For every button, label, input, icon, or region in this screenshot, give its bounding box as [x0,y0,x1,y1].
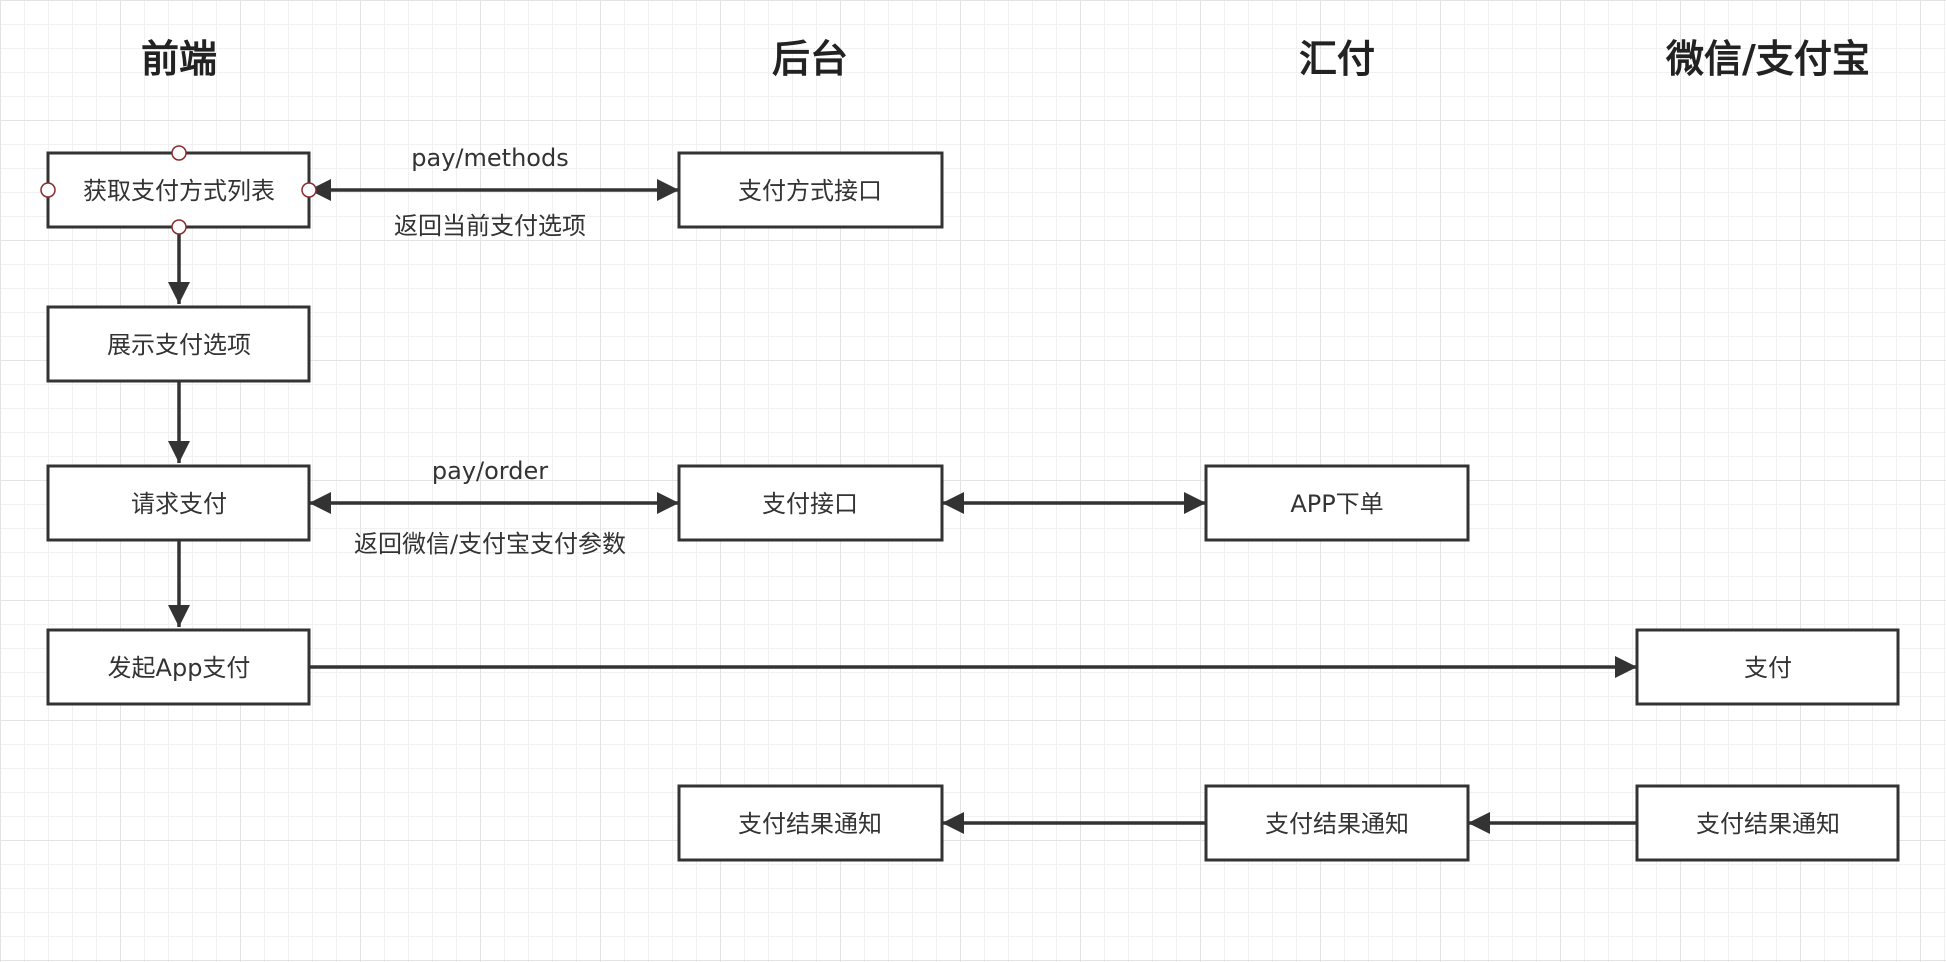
node-label: 支付结果通知 [738,810,882,838]
node-label: 展示支付选项 [107,331,251,359]
lane-title-frontend: 前端 [141,37,217,81]
node-pay[interactable]: 支付 [1635,628,1900,706]
node-notify-wechat[interactable]: 支付结果通知 [1635,784,1900,862]
edge-label-methods-response: 返回当前支付选项 [394,212,586,240]
node-notify-backend[interactable]: 支付结果通知 [677,784,944,862]
node-label: 支付方式接口 [738,177,882,205]
node-label: 支付 [1744,654,1792,682]
connection-anchor-left[interactable] [40,182,56,198]
edge-label-order-request: pay/order [432,457,548,485]
connection-anchor-top[interactable] [171,145,187,161]
node-request-pay[interactable]: 请求支付 [46,464,311,542]
lane-title-backend: 后台 [772,37,848,81]
node-label: APP下单 [1290,490,1383,518]
node-notify-huifu[interactable]: 支付结果通知 [1204,784,1470,862]
lane-title-wechat-alipay: 微信/支付宝 [1665,37,1870,81]
lane-title-huifu: 汇付 [1299,37,1375,81]
node-get-methods[interactable]: 获取支付方式列表 [46,151,311,229]
node-methods-api[interactable]: 支付方式接口 [677,151,944,229]
connection-anchor-right[interactable] [301,182,317,198]
node-start-app-pay[interactable]: 发起App支付 [46,628,311,706]
node-pay-api[interactable]: 支付接口 [677,464,944,542]
node-show-options[interactable]: 展示支付选项 [46,305,311,383]
node-label: 发起App支付 [108,654,251,682]
edge-label-methods-request: pay/methods [411,144,568,172]
node-label: 获取支付方式列表 [83,177,275,205]
node-label: 请求支付 [131,490,227,518]
edge-label-order-response: 返回微信/支付宝支付参数 [354,530,626,558]
connection-anchor-bottom[interactable] [171,219,187,235]
node-label: 支付结果通知 [1265,810,1409,838]
node-app-order[interactable]: APP下单 [1204,464,1470,542]
node-label: 支付接口 [762,490,858,518]
node-label: 支付结果通知 [1696,810,1840,838]
